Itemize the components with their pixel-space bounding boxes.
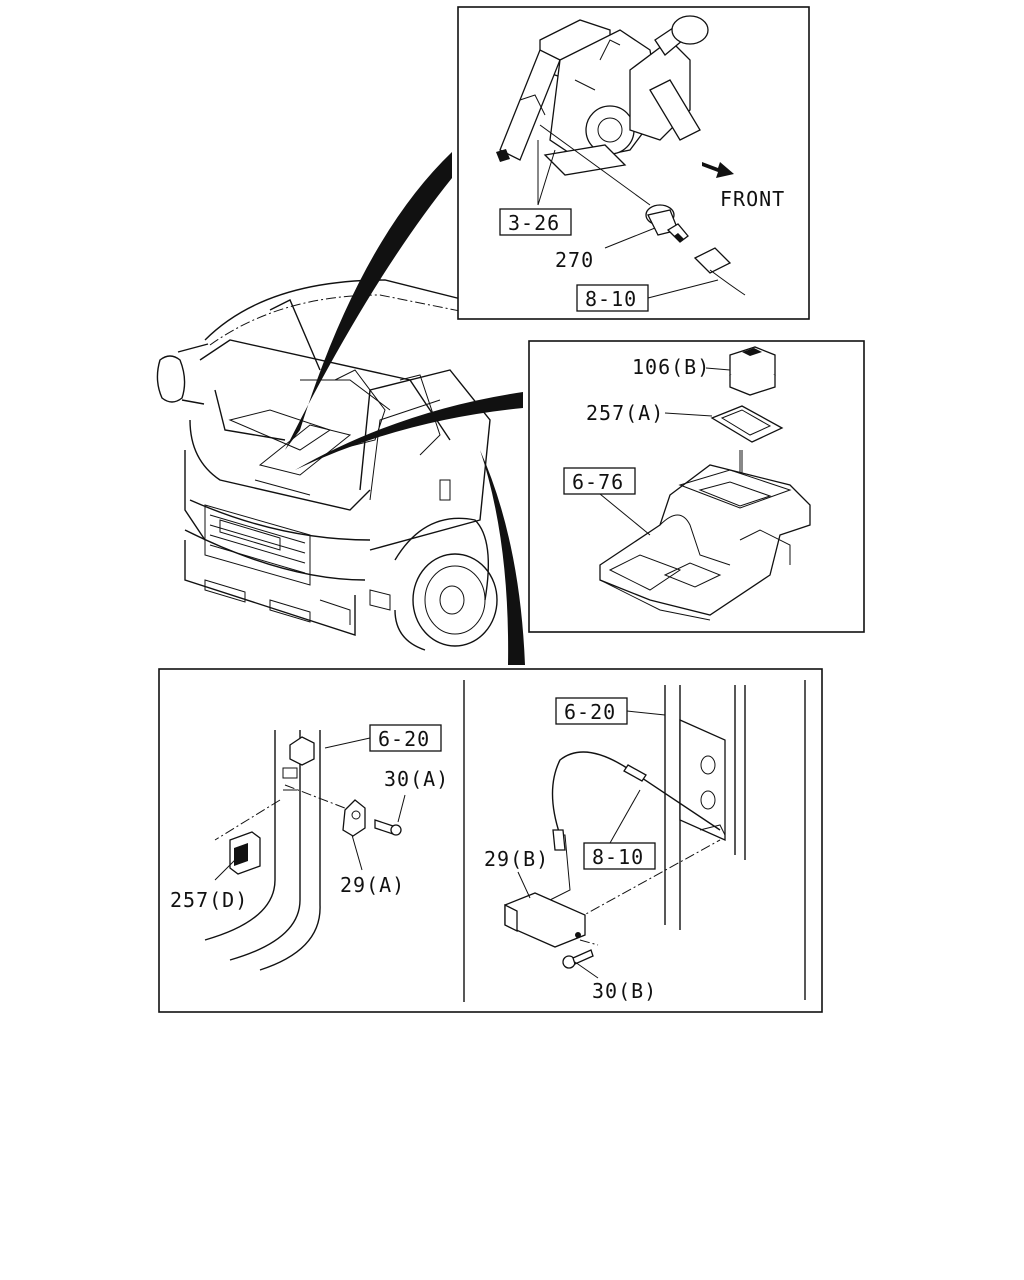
ref-8-10-top: 8-10 [585,287,637,311]
middle-detail-panel: 106(B) 257(A) 6-76 [528,340,865,633]
ref-box-3-26 [499,208,572,236]
front-label: FRONT [720,187,785,211]
part-30b: 30(B) [592,979,657,1003]
pointer-to-top-detail [285,152,452,450]
part-30a: 30(A) [384,767,449,791]
part-29b: 29(B) [484,847,549,871]
ref-6-76: 6-76 [572,470,624,494]
cable-8-10 [551,751,721,836]
ref-box-8-10-right [583,842,656,870]
lamp-257d [229,831,261,875]
door-switch-29b [504,892,586,948]
top-detail-panel: FRONT 3-26 270 8-10 [457,6,810,320]
connector-plug [693,247,746,296]
part-106b: 106(B) [632,355,710,379]
bezel-257a [710,405,784,443]
part-257d: 257(D) [170,888,248,912]
ref-box-6-76 [563,467,636,495]
ref-6-20-left: 6-20 [378,727,430,751]
ref-3-26: 3-26 [508,211,560,235]
bottom-detail-panel: 257(D) 29(A) 30(A) 6-20 [158,668,823,1013]
screw-30a [374,819,402,836]
ref-box-8-10-top [576,284,649,312]
door-jamb-left [204,730,321,971]
pointer-to-bottom-detail [480,450,525,665]
part-29a: 29(A) [340,873,405,897]
ref-6-20-right: 6-20 [564,700,616,724]
ref-8-10-right: 8-10 [592,845,644,869]
part-257a: 257(A) [586,401,664,425]
pressure-switch-270 [645,204,689,243]
pointer-to-middle-detail [295,392,523,470]
front-arrow-icon [702,162,734,178]
switch-106b [729,346,776,396]
steering-column-assembly [496,15,709,176]
ref-box-6-20-left [369,724,442,752]
screw-30b [562,949,594,969]
console-6-76 [599,464,811,621]
door-switch-29a [342,799,366,837]
part-270: 270 [555,248,594,272]
truck-cab-illustration [156,279,506,651]
ref-box-6-20-right [555,697,628,725]
